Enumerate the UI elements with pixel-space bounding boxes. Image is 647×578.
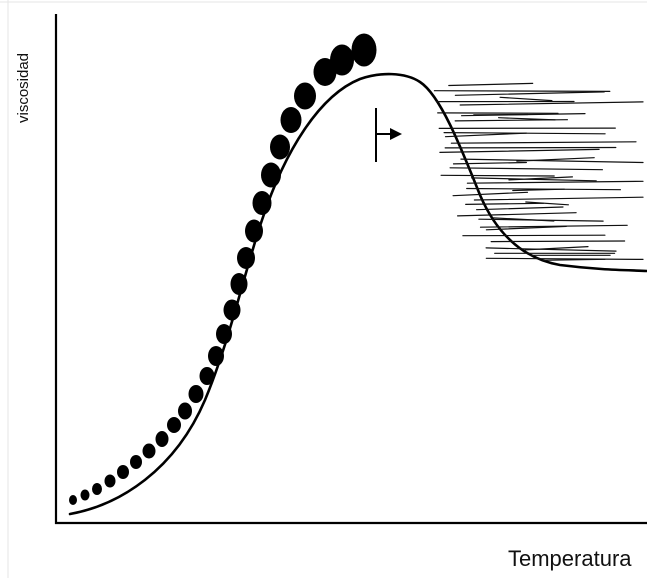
- fragment-strand: [454, 119, 569, 122]
- granule-dot: [104, 474, 116, 488]
- granule-dots: [69, 33, 377, 505]
- fragment-strand: [466, 180, 644, 184]
- fragment-strand: [512, 188, 565, 192]
- granule-dot: [351, 33, 377, 67]
- fragment-strand: [460, 158, 644, 164]
- fragment-strand: [454, 91, 605, 96]
- granule-dot: [199, 367, 215, 385]
- x-axis-label: Temperatura: [508, 546, 632, 571]
- granule-dot: [245, 219, 263, 243]
- granule-dot: [155, 431, 169, 447]
- granule-dot: [117, 465, 129, 479]
- granule-dot: [69, 495, 77, 505]
- granule-dot: [223, 299, 241, 321]
- granule-dot: [252, 191, 272, 215]
- fragment-strand: [448, 82, 534, 87]
- fragment-strand: [462, 234, 606, 237]
- granule-dot: [230, 273, 248, 295]
- fragment-strand: [524, 246, 589, 251]
- granule-dot: [130, 455, 142, 469]
- fragment-strand: [490, 240, 626, 243]
- fragment-strand: [459, 101, 644, 106]
- fragment-strand: [485, 247, 617, 252]
- fragment-strand: [461, 112, 586, 117]
- fragment-strands: [433, 82, 644, 261]
- fragment-strand: [440, 174, 555, 177]
- granule-dot: [80, 489, 90, 501]
- granule-dot: [178, 402, 192, 420]
- fragment-strand: [485, 257, 644, 260]
- fragment-strand: [478, 218, 604, 222]
- fragment-strand: [525, 201, 570, 206]
- granule-dot: [208, 346, 224, 366]
- fragment-strand: [508, 176, 574, 181]
- fragment-strand: [473, 196, 644, 201]
- granule-dot: [92, 483, 102, 495]
- granule-dot: [270, 134, 290, 160]
- granule-dot: [294, 82, 316, 110]
- fragment-strand: [470, 177, 597, 182]
- granule-dot: [280, 107, 302, 133]
- granule-dot: [261, 162, 281, 188]
- granule-dot: [142, 443, 156, 459]
- y-axis-label: viscosidad: [15, 53, 32, 123]
- fragment-strand: [479, 224, 628, 228]
- granule-dot: [330, 44, 354, 76]
- fragment-strand: [485, 225, 567, 231]
- granule-dot: [216, 324, 232, 344]
- fragment-strand: [452, 161, 528, 165]
- fragment-strand: [452, 191, 529, 197]
- fragment-strand: [457, 212, 577, 217]
- fragment-strand: [450, 141, 637, 144]
- fragment-strand: [542, 258, 606, 261]
- granule-dot: [188, 385, 204, 403]
- granule-dot: [167, 417, 181, 433]
- fragment-strand: [465, 202, 545, 205]
- viscosity-curve: [68, 72, 647, 516]
- fragment-strand: [449, 167, 604, 171]
- fragment-strand: [476, 206, 564, 211]
- right-arrow-icon: [375, 108, 402, 162]
- fragment-strand: [433, 90, 611, 93]
- fragment-strand: [516, 157, 595, 162]
- fragment-strand: [499, 96, 553, 102]
- fragment-strand: [444, 132, 527, 138]
- granule-dot: [237, 247, 255, 269]
- fragment-strand: [466, 187, 622, 191]
- fragment-strand: [439, 148, 600, 153]
